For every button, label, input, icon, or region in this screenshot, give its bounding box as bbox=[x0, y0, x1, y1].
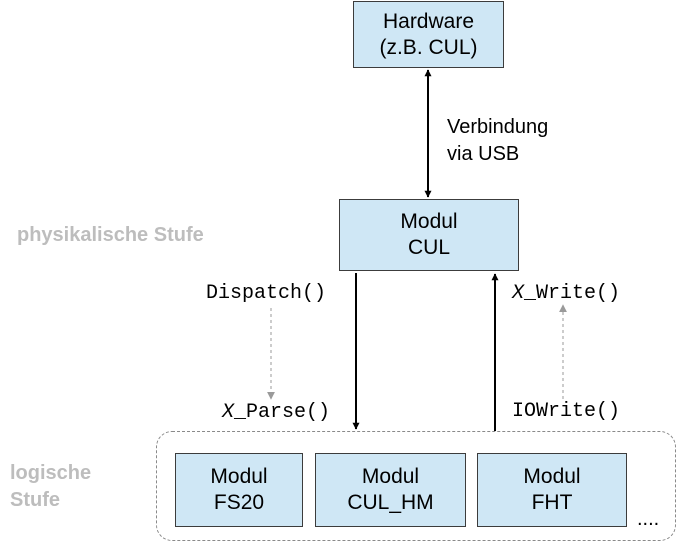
iowrite-label: IOWrite() bbox=[512, 400, 621, 423]
x-write-label: X_Write() bbox=[512, 282, 620, 305]
logical-stage-label: logische Stufe bbox=[10, 460, 91, 514]
x-parse-suffix: _Parse() bbox=[234, 401, 331, 424]
x-parse-prefix: X bbox=[222, 401, 235, 424]
logical-module-fht: Modul FHT bbox=[477, 453, 627, 527]
hardware-box: Hardware (z.B. CUL) bbox=[353, 1, 504, 68]
cul-module-name: CUL bbox=[407, 236, 450, 259]
logical-module-cul-hm: Modul CUL_HM bbox=[315, 453, 466, 527]
dispatch-label: Dispatch() bbox=[206, 282, 327, 305]
usb-connection-label: Verbindung via USB bbox=[447, 114, 548, 168]
logical-module-title: Modul bbox=[361, 465, 420, 488]
connection-line1: Verbindung bbox=[447, 116, 549, 138]
logical-module-title: Modul bbox=[523, 465, 581, 488]
cul-module-box: Modul CUL bbox=[339, 199, 519, 271]
logical-modules-group bbox=[156, 431, 676, 541]
more-modules-ellipsis: .... bbox=[637, 508, 660, 530]
logical-stage-line1: logische bbox=[10, 462, 92, 484]
x-parse-label: X_Parse() bbox=[222, 401, 330, 424]
logical-module-name: CUL_HM bbox=[347, 491, 434, 514]
logical-module-title: Modul bbox=[210, 465, 268, 488]
hardware-title: Hardware bbox=[382, 9, 475, 33]
logical-module-name: FHT bbox=[531, 491, 573, 514]
x-write-prefix: X bbox=[512, 282, 525, 305]
x-write-suffix: _Write() bbox=[524, 282, 621, 305]
connection-line2: via USB bbox=[447, 143, 520, 165]
cul-module-title: Modul bbox=[400, 210, 458, 233]
physical-stage-label: physikalische Stufe bbox=[17, 224, 204, 246]
logical-module-fs20: Modul FS20 bbox=[175, 453, 303, 527]
logical-module-name: FS20 bbox=[213, 491, 265, 514]
logical-stage-line2: Stufe bbox=[10, 489, 60, 511]
hardware-example: (z.B. CUL) bbox=[379, 35, 478, 59]
